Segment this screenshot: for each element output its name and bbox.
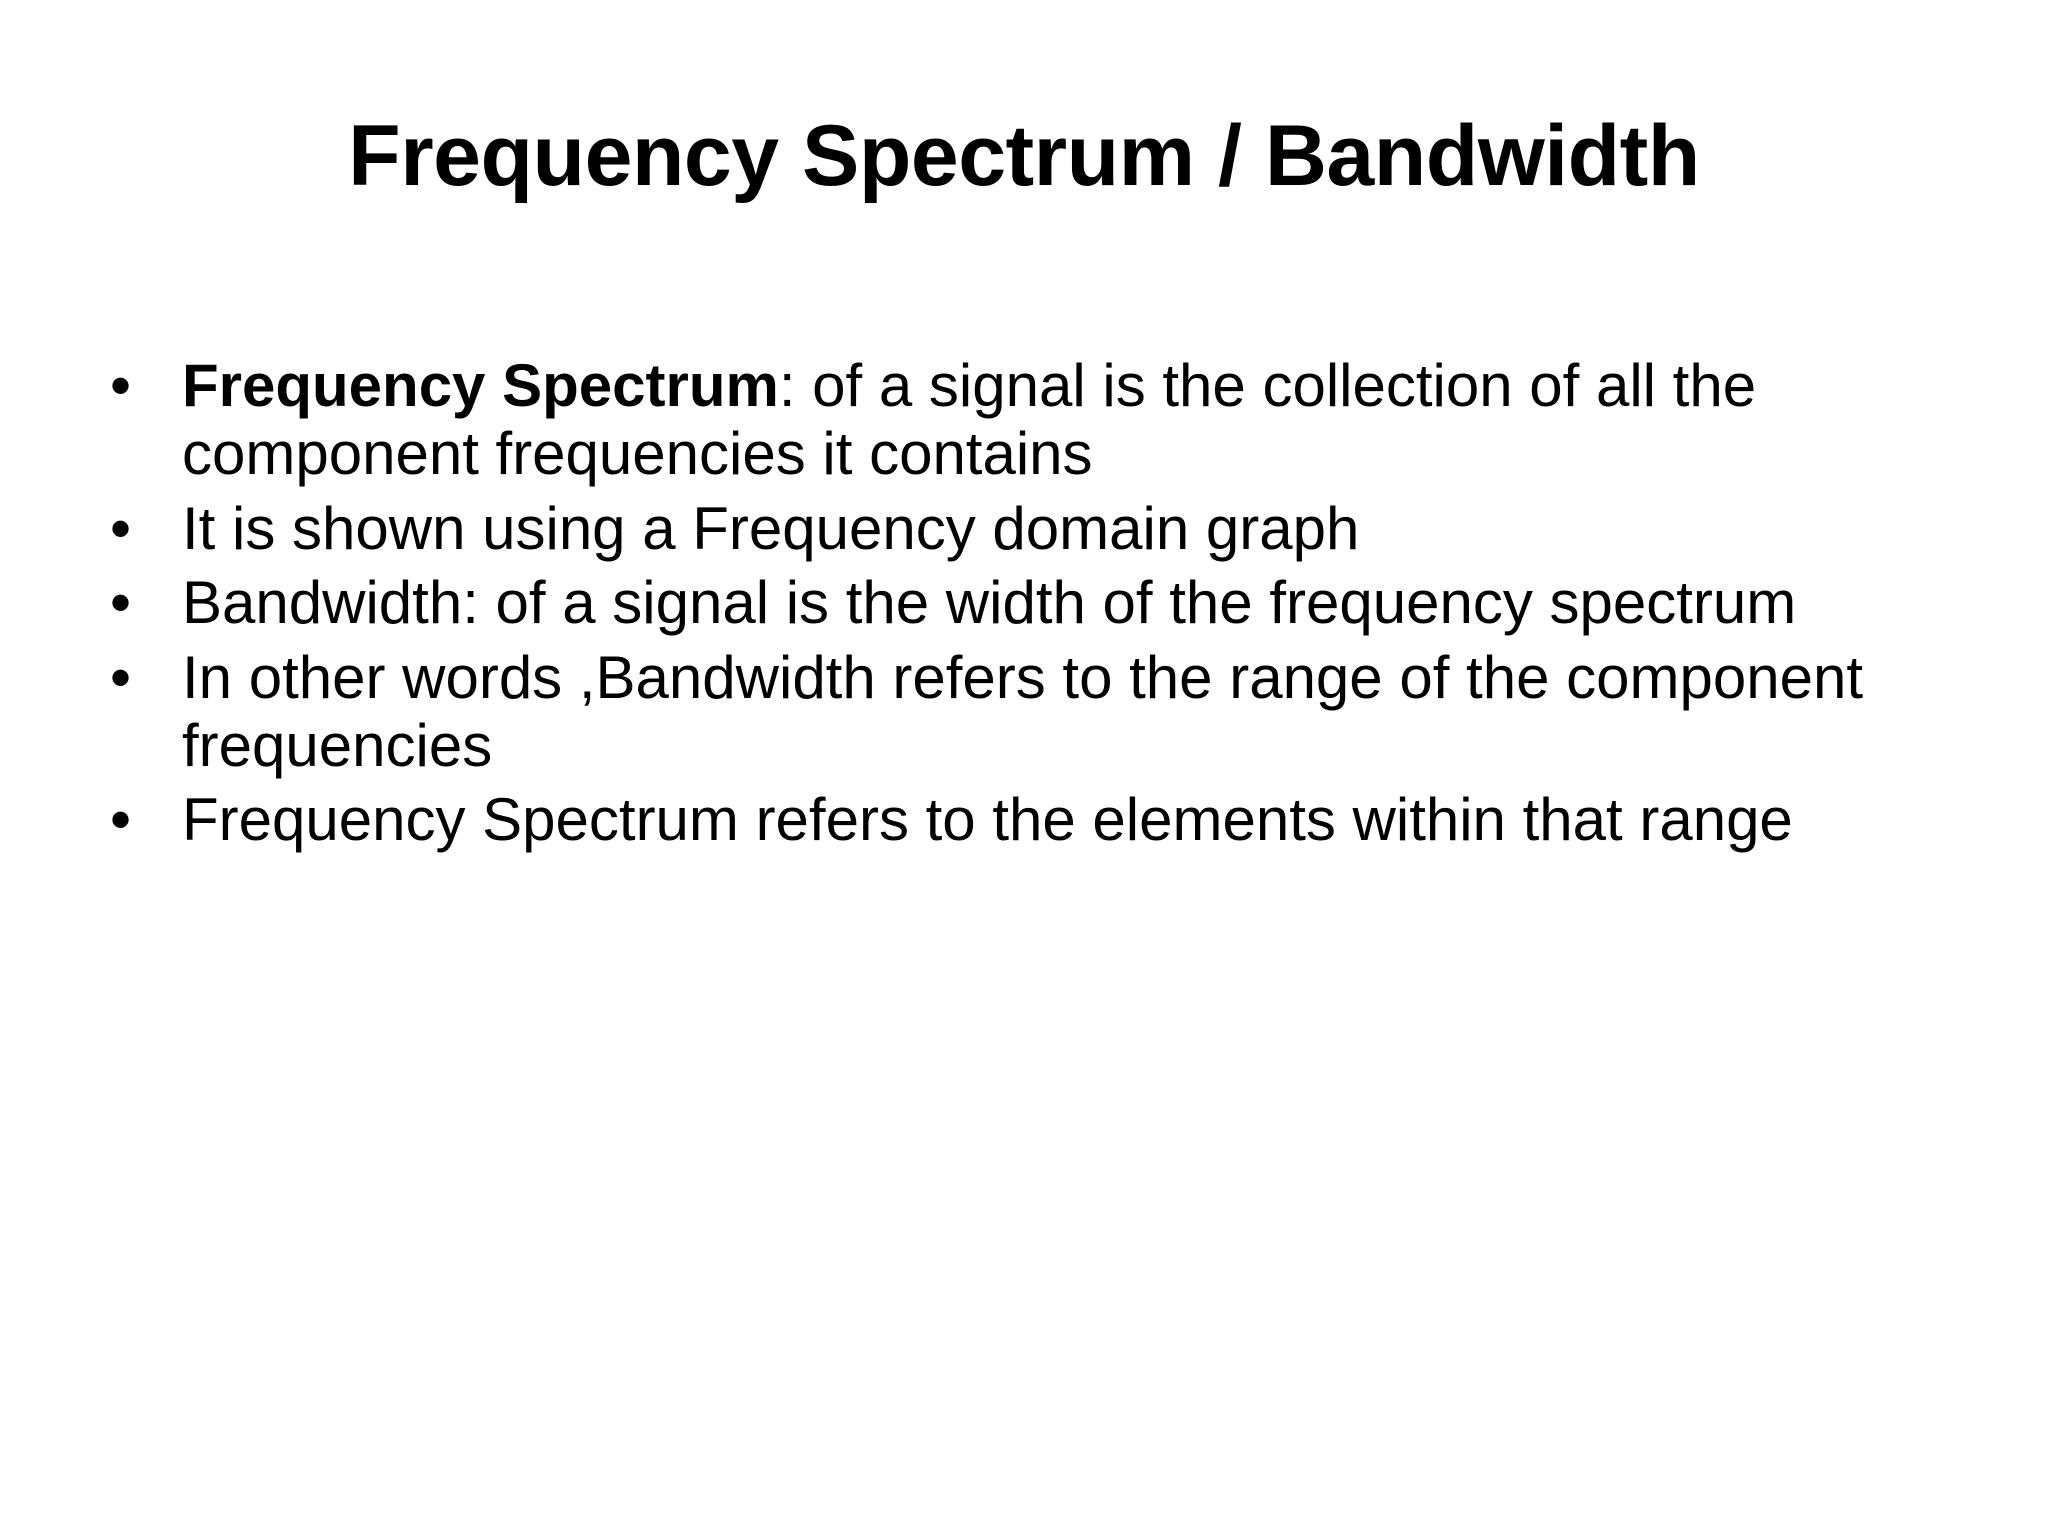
list-item-body: : of a signal is the collection of all t… (182, 352, 1757, 488)
bullet-icon: • (110, 569, 132, 637)
list-item-body: Frequency Spectrum refers to the element… (182, 786, 1793, 854)
list-item-text: Bandwidth: of a signal is the width of t… (182, 569, 1984, 637)
list-item-body: In other words ,Bandwidth refers to the … (182, 643, 1863, 779)
list-item-text: Frequency Spectrum: of a signal is the c… (182, 352, 1984, 489)
list-item: • In other words ,Bandwidth refers to th… (104, 644, 1984, 781)
list-item: • It is shown using a Frequency domain g… (104, 495, 1984, 563)
list-item-lead: Frequency Spectrum (182, 352, 779, 419)
list-item-text: It is shown using a Frequency domain gra… (182, 495, 1984, 563)
bullet-list: • Frequency Spectrum: of a signal is the… (104, 352, 1984, 861)
page-title: Frequency Spectrum / Bandwidth (348, 107, 1700, 204)
list-item-body: It is shown using a Frequency domain gra… (182, 494, 1360, 562)
list-item: • Frequency Spectrum: of a signal is the… (104, 352, 1984, 489)
list-item-text: In other words ,Bandwidth refers to the … (182, 644, 1984, 781)
bullet-icon: • (110, 643, 132, 711)
list-item-body: Bandwidth: of a signal is the width of t… (182, 569, 1797, 637)
list-item: • Bandwidth: of a signal is the width of… (104, 569, 1984, 637)
bullet-icon: • (110, 352, 132, 419)
bullet-icon: • (110, 786, 132, 854)
list-item-text: Frequency Spectrum refers to the element… (182, 786, 1984, 854)
bullet-icon: • (110, 494, 132, 562)
list-item: • Frequency Spectrum refers to the eleme… (104, 786, 1984, 854)
